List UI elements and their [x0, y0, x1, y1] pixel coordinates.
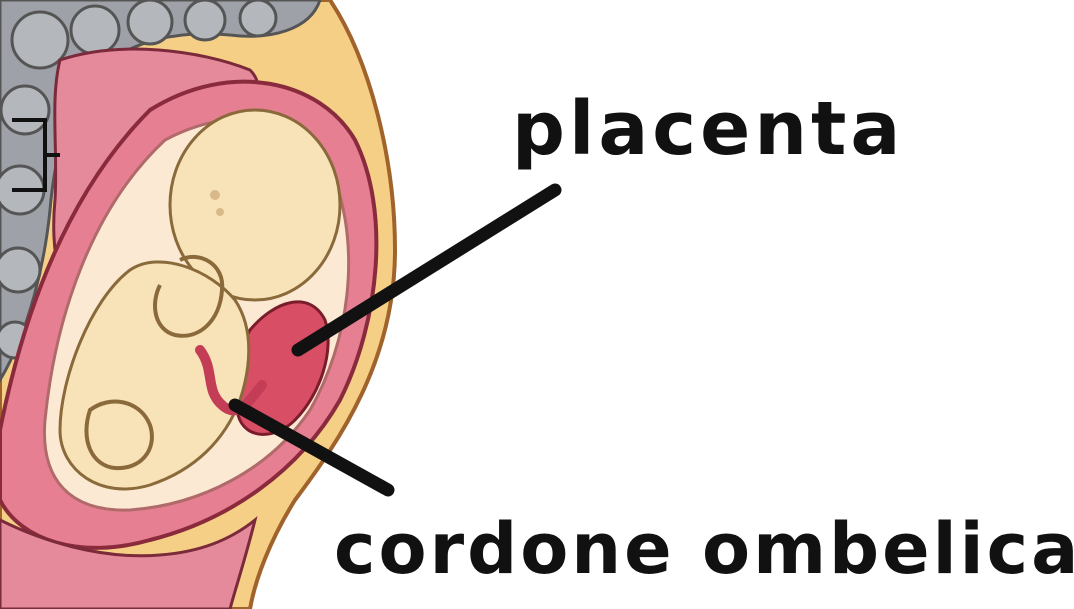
umbilical-cord-label: cordone ombelicale	[334, 514, 1074, 584]
placenta-label: placenta	[512, 92, 904, 166]
fetus-leg	[86, 402, 151, 469]
